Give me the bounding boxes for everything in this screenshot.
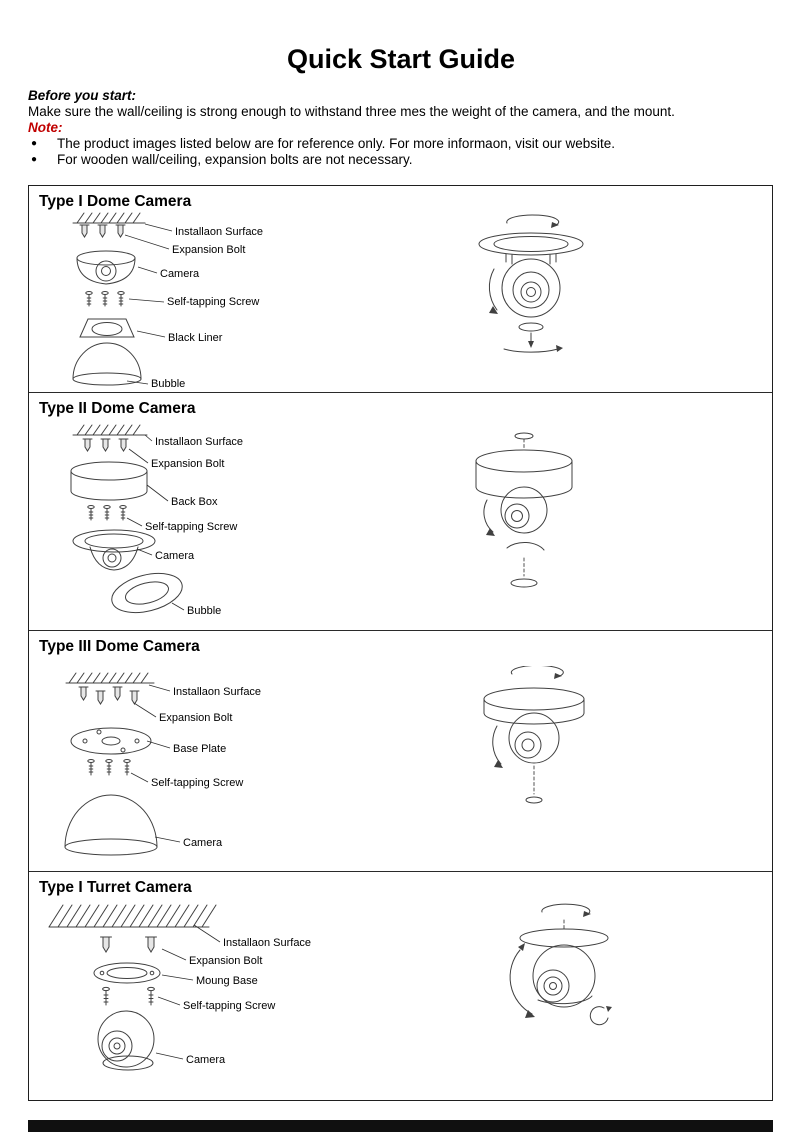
assembled-diagram-type-i-turret bbox=[509, 903, 612, 1026]
installation-surface-drawing bbox=[72, 212, 146, 224]
label-expansion-bolt: Expansion Bolt bbox=[189, 955, 262, 967]
label-bubble: Bubble bbox=[187, 605, 221, 617]
footer-bar bbox=[28, 1120, 773, 1132]
self-tapping-screw-drawing bbox=[102, 986, 155, 1006]
assembled-diagram-type-ii-dome bbox=[475, 432, 573, 588]
base-plate-drawing bbox=[70, 727, 152, 755]
label-self-tapping-screw: Self-tapping Screw bbox=[167, 296, 259, 308]
section-type-ii-dome: Type II Dome Camera bbox=[29, 392, 772, 630]
camera-drawing bbox=[76, 250, 136, 285]
exploded-diagram-type-iii-dome: Installaon Surface Expansion Bolt Base P… bbox=[64, 672, 261, 856]
section-title-type-i-dome: Type I Dome Camera bbox=[39, 193, 192, 210]
label-self-tapping-screw: Self-tapping Screw bbox=[145, 521, 237, 533]
bullet-icon: ● bbox=[31, 138, 38, 149]
exploded-diagram-type-ii-dome: Installaon Surface Expansion Bolt Back B… bbox=[70, 424, 243, 617]
section-type-iii-dome: Type III Dome Camera bbox=[29, 630, 772, 871]
section-title-type-ii-dome: Type II Dome Camera bbox=[39, 400, 196, 417]
section-title-type-i-turret: Type I Turret Camera bbox=[39, 879, 192, 896]
intro-block: Before you start: Make sure the wall/cei… bbox=[28, 88, 776, 168]
installation-surface-drawing bbox=[72, 424, 148, 436]
bubble-drawing bbox=[72, 342, 142, 386]
camera-drawing bbox=[97, 1010, 155, 1071]
before-you-start-heading: Before you start: bbox=[28, 88, 137, 103]
section-title-type-iii-dome: Type III Dome Camera bbox=[39, 638, 200, 655]
label-installation-surface: Installaon Surface bbox=[155, 436, 243, 448]
installation-surface-drawing bbox=[65, 672, 155, 684]
label-base-plate: Base Plate bbox=[173, 743, 226, 755]
label-expansion-bolt: Expansion Bolt bbox=[172, 244, 245, 256]
assembled-diagram-type-iii-dome bbox=[483, 666, 585, 804]
label-mounting-base: Moung Base bbox=[196, 975, 258, 987]
expansion-bolt-drawing bbox=[78, 686, 140, 705]
expansion-bolt-drawing bbox=[82, 438, 129, 452]
camera-drawing bbox=[64, 794, 158, 856]
label-self-tapping-screw: Self-tapping Screw bbox=[183, 1000, 275, 1012]
assembled-diagram-type-i-dome bbox=[478, 214, 584, 353]
exploded-diagram-type-i-dome: Installaon Surface Expansion Bolt Camera… bbox=[72, 212, 263, 390]
camera-drawing bbox=[72, 529, 156, 571]
assembled-camera-drawing bbox=[475, 432, 573, 588]
note-bullet-2-text: For wooden wall/ceiling, expansion bolts… bbox=[57, 152, 413, 167]
exploded-diagram-type-i-turret: Installaon Surface Expansion Bolt Moung … bbox=[48, 904, 311, 1071]
page-title: Quick Start Guide bbox=[286, 44, 516, 74]
label-self-tapping-screw: Self-tapping Screw bbox=[151, 777, 243, 789]
label-back-box: Back Box bbox=[171, 496, 218, 508]
label-installation-surface: Installaon Surface bbox=[223, 937, 311, 949]
note-bullet-2: ● For wooden wall/ceiling, expansion bol… bbox=[28, 152, 776, 168]
label-black-liner: Black Liner bbox=[168, 332, 223, 344]
self-tapping-screw-drawing bbox=[87, 505, 127, 521]
installation-surface-drawing bbox=[48, 904, 217, 928]
assembled-camera-drawing bbox=[483, 666, 585, 804]
mounting-base-drawing bbox=[93, 962, 161, 984]
note-bullet-1: ● The product images listed below are fo… bbox=[28, 136, 776, 152]
label-bubble: Bubble bbox=[151, 378, 185, 390]
bubble-drawing bbox=[111, 572, 183, 614]
label-camera: Camera bbox=[155, 550, 195, 562]
expansion-bolt-drawing bbox=[79, 224, 126, 238]
label-installation-surface: Installaon Surface bbox=[175, 226, 263, 238]
assembled-camera-drawing bbox=[478, 214, 584, 353]
note-heading: Note: bbox=[28, 120, 63, 135]
expansion-bolt-drawing bbox=[100, 936, 157, 953]
before-you-start-text: Make sure the wall/ceiling is strong eno… bbox=[28, 104, 675, 119]
black-liner-drawing bbox=[79, 318, 135, 338]
main-box: Type I Dome Camera bbox=[28, 185, 773, 1101]
label-camera: Camera bbox=[183, 837, 223, 849]
label-expansion-bolt: Expansion Bolt bbox=[159, 712, 232, 724]
assembled-camera-drawing bbox=[509, 903, 612, 1026]
label-camera: Camera bbox=[160, 268, 200, 280]
self-tapping-screw-drawing bbox=[87, 759, 131, 776]
label-expansion-bolt: Expansion Bolt bbox=[151, 458, 224, 470]
section-type-i-dome: Type I Dome Camera bbox=[29, 186, 772, 392]
bullet-icon: ● bbox=[31, 154, 38, 165]
label-installation-surface: Installaon Surface bbox=[173, 686, 261, 698]
back-box-drawing bbox=[70, 461, 148, 501]
note-bullet-1-text: The product images listed below are for … bbox=[57, 136, 615, 151]
label-camera: Camera bbox=[186, 1054, 226, 1066]
self-tapping-screw-drawing bbox=[85, 291, 125, 307]
section-type-i-turret: Type I Turret Camera bbox=[29, 871, 772, 1098]
